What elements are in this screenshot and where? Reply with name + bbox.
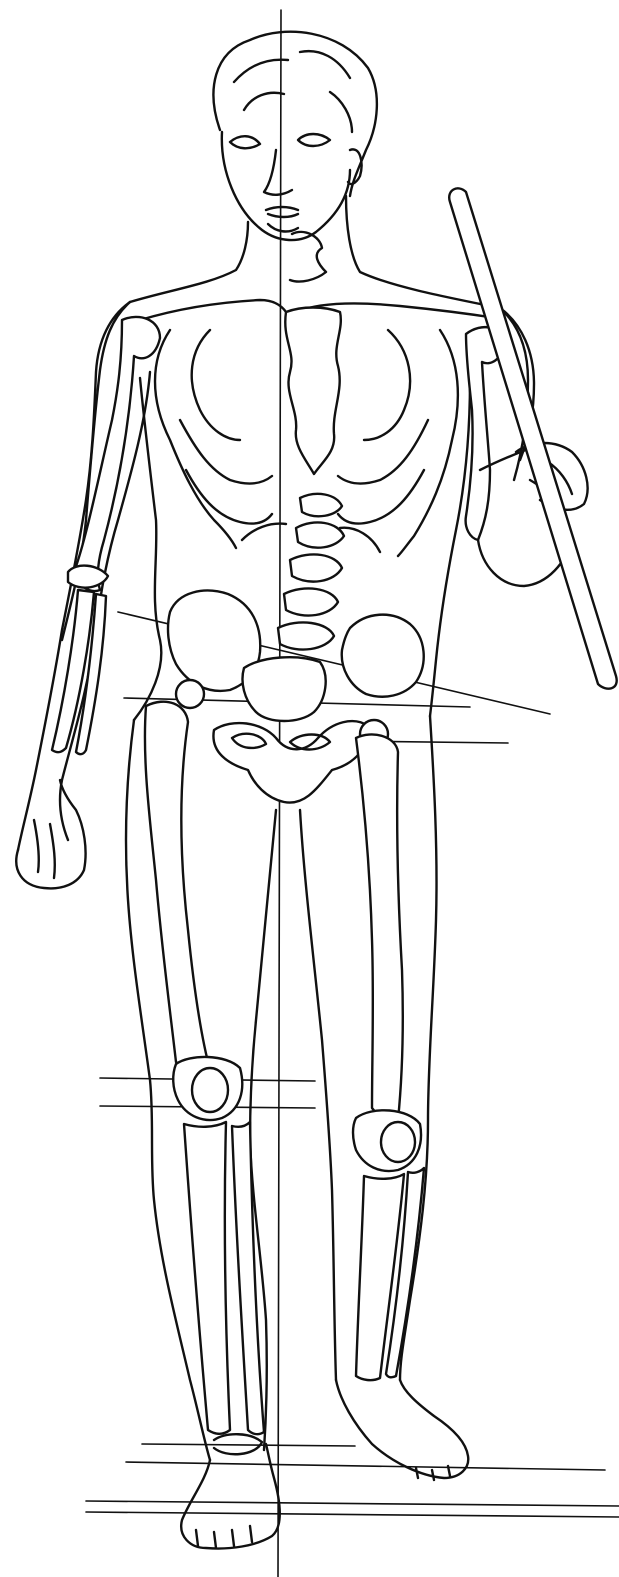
rib-left-3 <box>186 470 272 524</box>
right-leg-inner <box>300 810 336 1380</box>
vertebra-1 <box>300 494 342 516</box>
left-foot <box>181 1444 280 1549</box>
sacrum <box>243 657 326 721</box>
left-hand <box>16 780 85 888</box>
left-fibula <box>232 1122 264 1434</box>
right-arm <box>449 188 616 688</box>
left-clavicle <box>140 300 286 320</box>
left-arm <box>16 302 160 888</box>
right-eye <box>298 134 330 146</box>
floating-rib-right <box>340 528 380 552</box>
vertebra-2 <box>296 522 344 547</box>
foot-line <box>126 1462 605 1470</box>
left-femur-head <box>176 680 204 708</box>
right-iliac-crest <box>342 615 424 697</box>
chin <box>268 224 298 231</box>
rib-right-3 <box>338 470 424 524</box>
torso-left-flank <box>134 378 161 720</box>
right-femur <box>356 734 403 1120</box>
head <box>213 32 376 240</box>
lumbar-spine <box>278 494 344 650</box>
left-eye <box>230 136 260 148</box>
rib-right-1 <box>364 330 410 440</box>
hair-outline <box>213 32 376 196</box>
rib-right-2 <box>338 420 428 483</box>
mouth <box>266 207 298 217</box>
pubic-arch <box>213 721 368 803</box>
right-patella <box>381 1122 415 1162</box>
left-femur <box>145 702 210 1071</box>
rib-left-1 <box>192 330 240 440</box>
rib-left-2 <box>180 420 272 483</box>
left-patella <box>192 1068 228 1112</box>
ground-line-upper <box>86 1501 619 1506</box>
torso-right-flank <box>430 380 470 716</box>
vertebra-3 <box>290 554 342 581</box>
vertebra-5 <box>278 622 334 649</box>
vertebra-4 <box>284 588 338 615</box>
neck-left <box>130 222 248 302</box>
sternum <box>285 308 341 475</box>
nose <box>264 150 292 195</box>
ankle-line <box>142 1444 355 1446</box>
hair-texture <box>234 51 352 132</box>
ground-line-lower <box>86 1512 619 1517</box>
right-foot <box>336 1380 468 1480</box>
